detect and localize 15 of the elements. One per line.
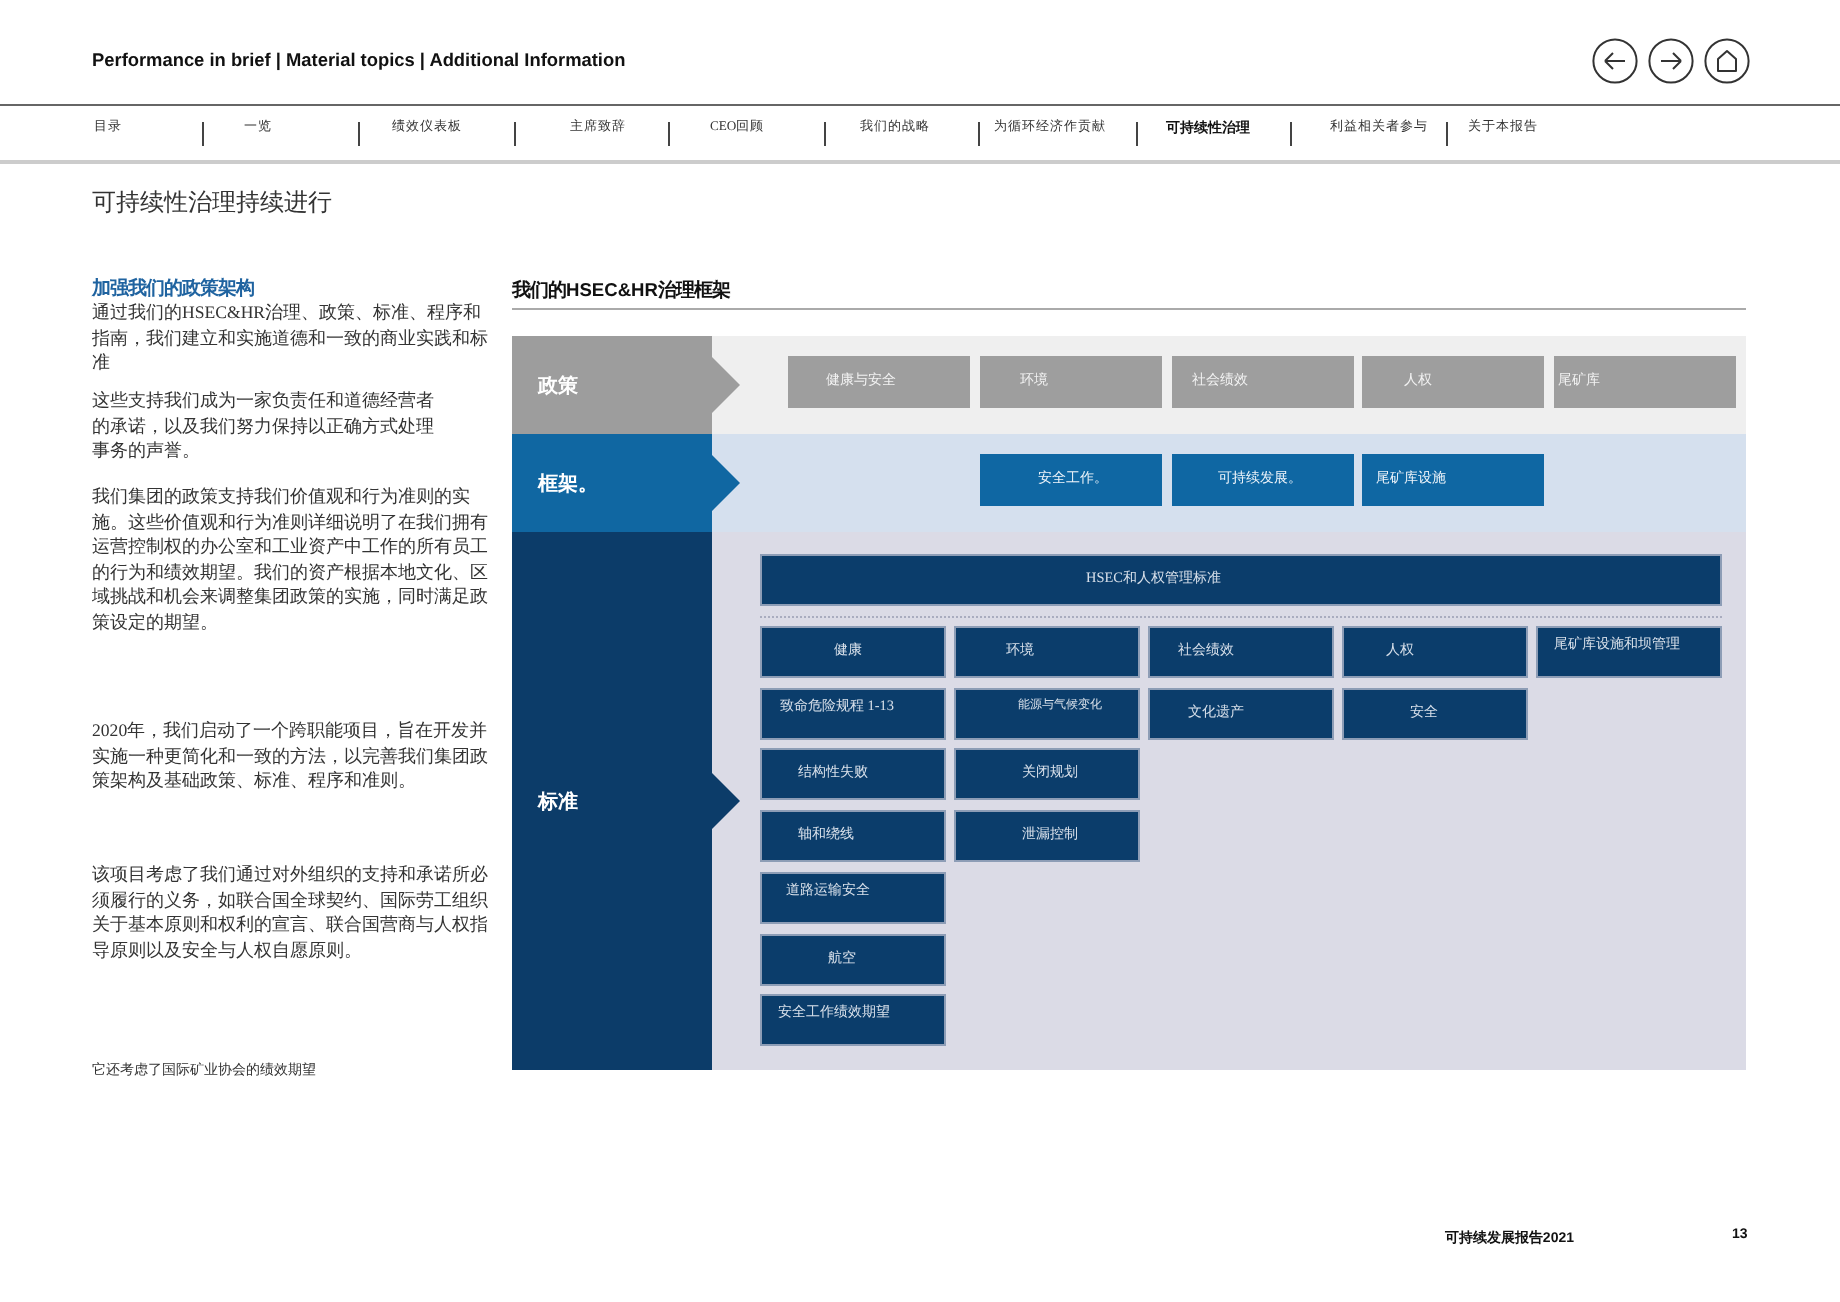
row-band	[512, 434, 1746, 532]
page-heading: 可持续性治理持续进行	[92, 188, 332, 220]
paragraph: 这些支持我们成为一家负责任和道德经营者的承诺，以及我们努力保持以正确方式处理事务的声誉。	[92, 388, 436, 464]
paragraph: 我们集团的政策支持我们价值观和行为准则的实施。这些价值观和行为准则详细说明了在我们拥有运营控制权的办公室和工业资产中工作的所有员工的行为和绩效期望。我们的资产根据本地文化、区域挑战和机会来调整集团政策的实施，同时满足政策设定的期望。	[92, 484, 488, 636]
row-band	[512, 336, 1746, 434]
section-heading: 加强我们的政策架构	[92, 276, 254, 302]
header-text: Performance in brief | Material topics | Additional Information	[92, 50, 626, 70]
row-band	[512, 532, 1746, 1070]
row-label: 标准	[512, 532, 740, 1070]
diagram-title: 我们的HSEC&HR治理框架	[512, 278, 730, 304]
paragraph: 2020年，我们启动了一个跨职能项目，旨在开发并实施一种更简化和一致的方法，以完善我们集团政策架构及基础政策、标准、程序和准则。	[92, 718, 488, 794]
row-label: 政策	[512, 336, 740, 434]
paragraph: 该项目考虑了我们通过对外组织的支持和承诺所必须履行的义务，如联合国全球契约、国际劳工组织关于基本原则和权利的宣言、联合国营商与人权指导原则以及安全与人权自愿原则。	[92, 862, 488, 963]
paragraph: 通过我们的HSEC&HR治理、政策、标准、程序和指南，我们建立和实施道德和一致的商业实践和标准	[92, 300, 490, 376]
row-label: 框架。	[512, 434, 740, 532]
